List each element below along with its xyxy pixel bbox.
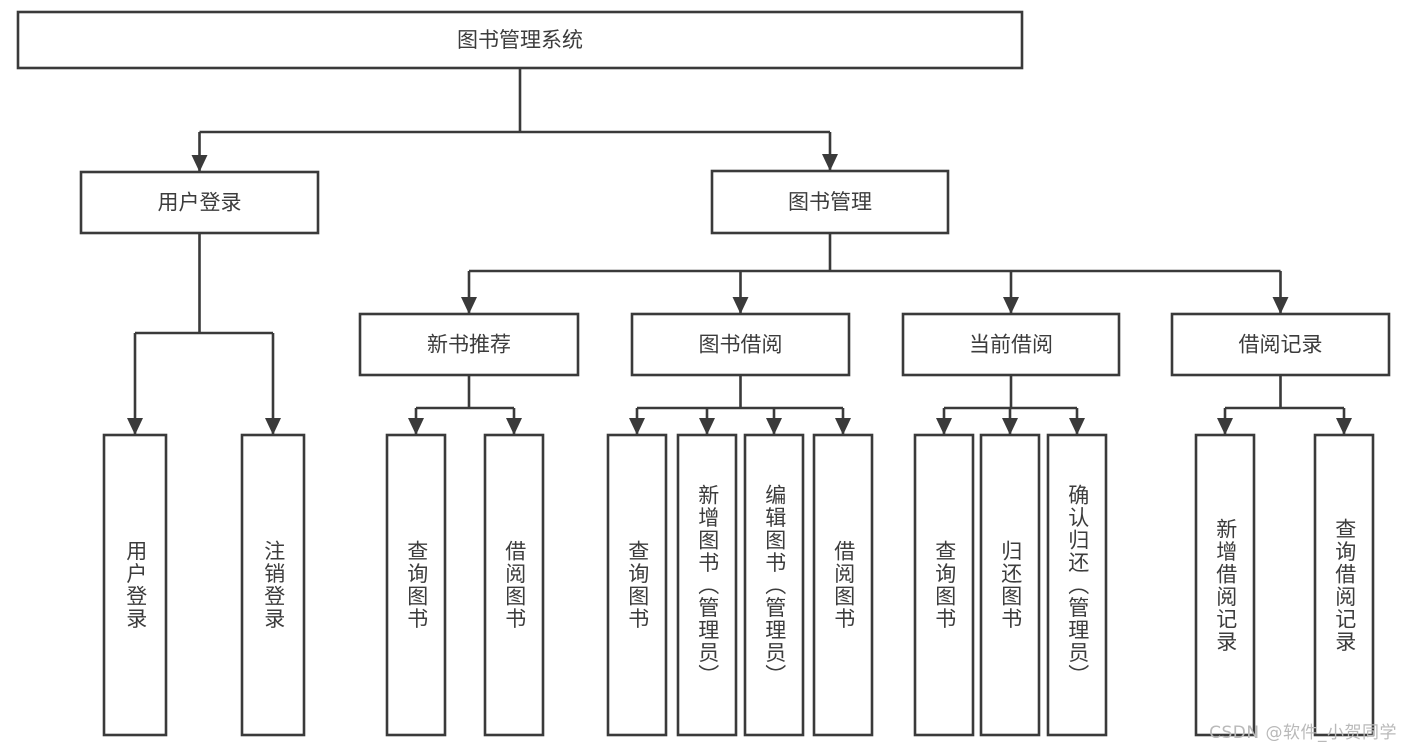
arrow-head-icon: [1217, 418, 1233, 435]
arrow-head-icon: [265, 418, 281, 435]
node-level3-3[interactable]: [1170, 312, 1391, 377]
node-level3-2[interactable]: [901, 312, 1121, 377]
arrow-head-icon: [732, 297, 749, 314]
node-level3-0-label: 新书推荐: [427, 333, 511, 357]
node-level3-1[interactable]: [630, 312, 851, 377]
arrow-head-icon: [506, 418, 522, 435]
node-level2-0[interactable]: [79, 170, 320, 235]
node-level2-1[interactable]: [710, 169, 950, 235]
connector-edges: [127, 68, 1352, 435]
node-level3-3-label: 借阅记录: [1239, 333, 1323, 357]
arrow-head-icon: [822, 154, 838, 171]
arrow-head-icon: [1003, 297, 1019, 314]
node-leaf-10[interactable]: [1046, 433, 1108, 737]
arrow-head-icon: [127, 418, 143, 435]
node-level2-0-label: 用户登录: [158, 191, 242, 215]
node-leaf-1[interactable]: [240, 433, 306, 737]
csdn-watermark: CSDN @软件_小贺同学: [1209, 723, 1397, 743]
node-leaf-9[interactable]: [979, 433, 1041, 737]
node-level3-2-label: 当前借阅: [969, 333, 1053, 357]
arrow-head-icon: [699, 418, 715, 435]
arrow-head-icon: [835, 418, 851, 435]
node-leaf-4[interactable]: [606, 433, 668, 737]
arrow-head-icon: [766, 418, 782, 435]
arrow-head-icon: [1272, 297, 1289, 314]
node-leaf-11[interactable]: [1194, 433, 1256, 737]
node-leaf-3[interactable]: [483, 433, 545, 737]
node-leaf-2[interactable]: [385, 433, 447, 737]
node-leaf-6[interactable]: [743, 433, 805, 737]
arrow-head-icon: [461, 297, 477, 314]
arrow-head-icon: [191, 155, 208, 172]
arrow-head-icon: [1002, 418, 1018, 435]
arrow-head-icon: [1336, 418, 1352, 435]
node-leaf-0[interactable]: [102, 433, 168, 737]
node-leaf-8[interactable]: [913, 433, 975, 737]
arrow-head-icon: [408, 418, 424, 435]
node-level3-0[interactable]: [358, 312, 580, 377]
node-leaf-12[interactable]: [1313, 433, 1375, 737]
node-leaf-5[interactable]: [676, 433, 738, 737]
node-level3-1-label: 图书借阅: [699, 333, 783, 357]
arrow-head-icon: [936, 418, 952, 435]
node-level2-1-label: 图书管理: [788, 190, 872, 214]
node-leaf-7[interactable]: [812, 433, 874, 737]
node-root-label: 图书管理系统: [457, 28, 583, 52]
node-root[interactable]: [16, 10, 1024, 70]
arrow-head-icon: [1069, 418, 1085, 435]
arrow-head-icon: [629, 418, 645, 435]
